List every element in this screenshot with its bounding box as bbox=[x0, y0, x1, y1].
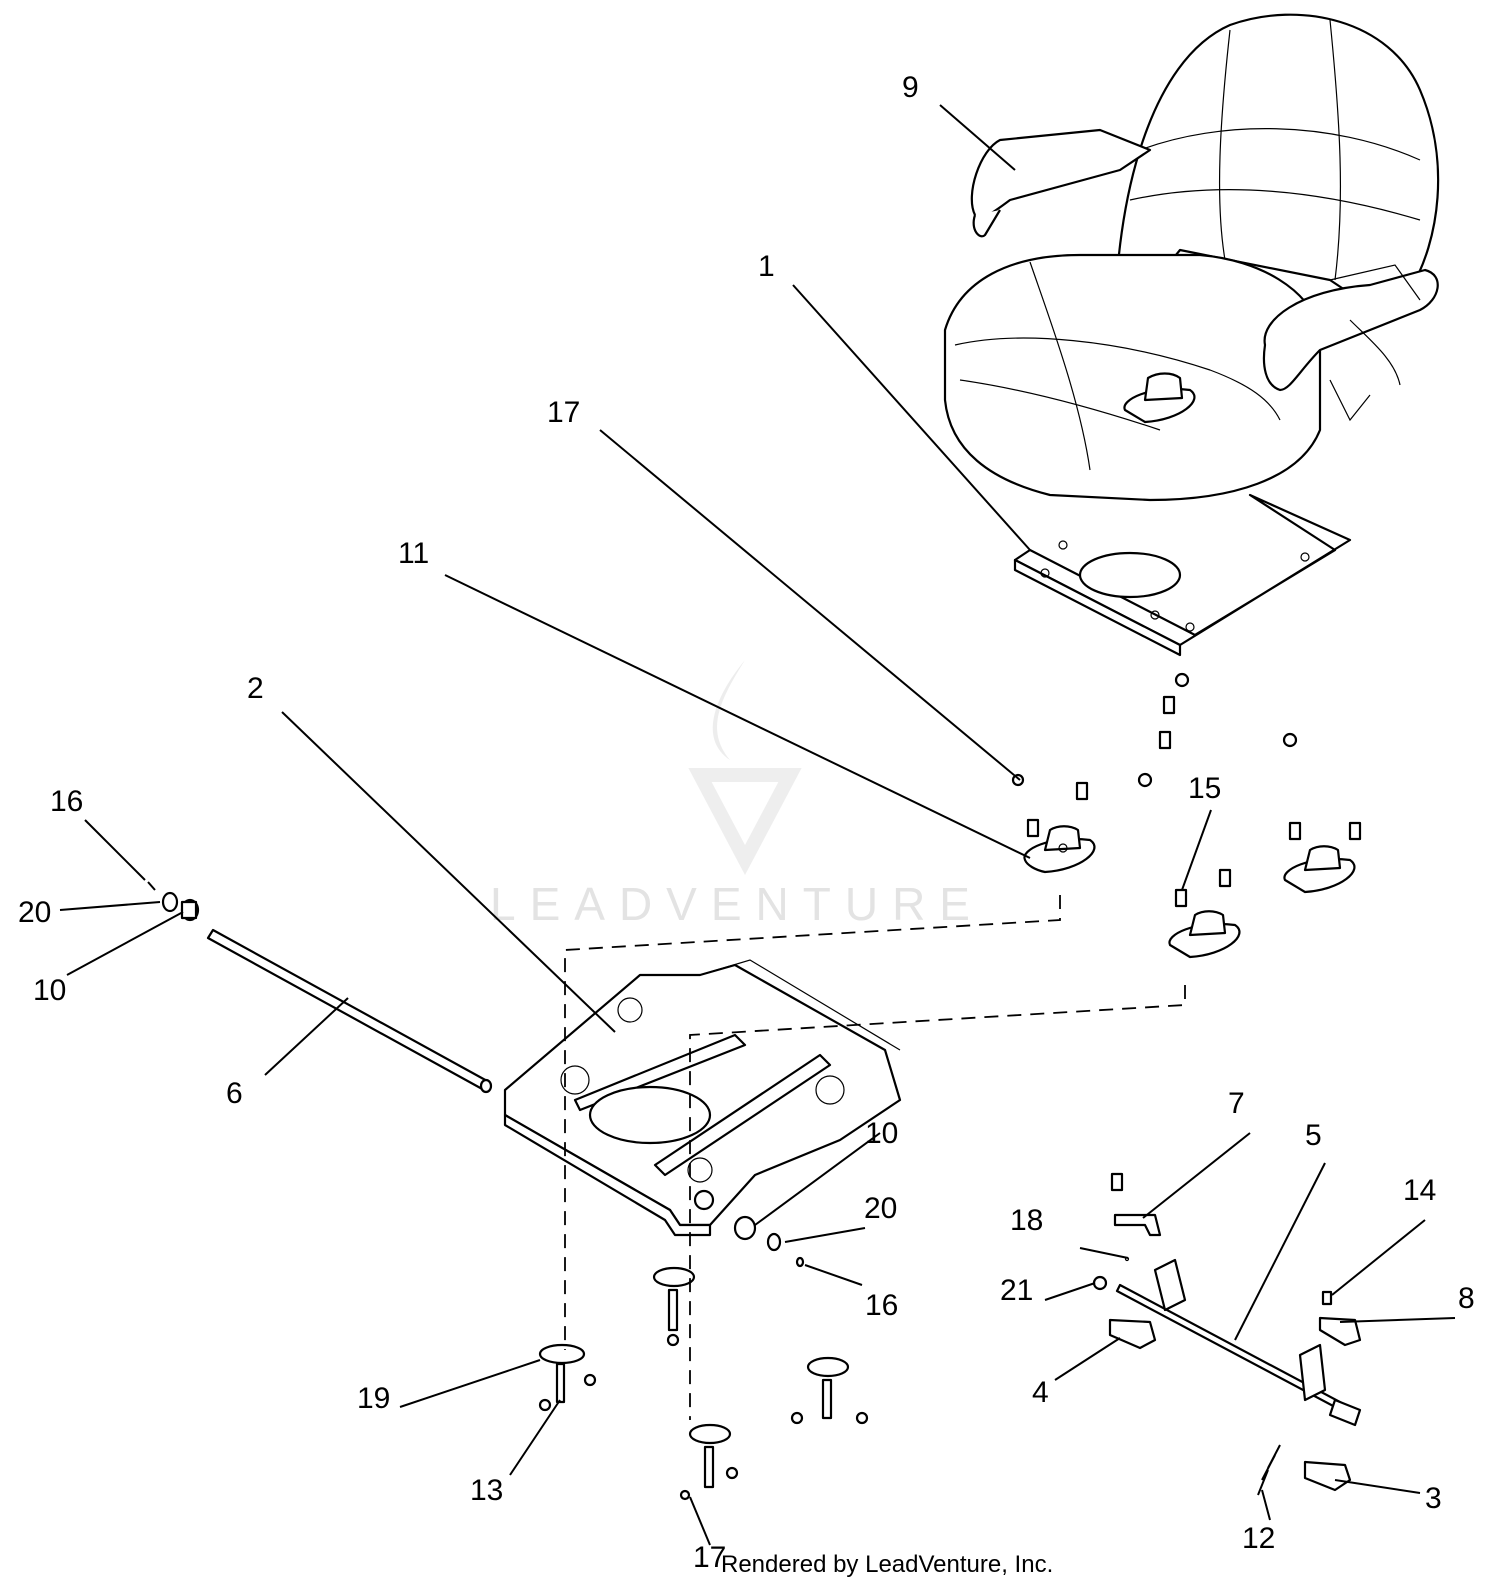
callout-9: 9 bbox=[902, 71, 919, 104]
callout-12: 12 bbox=[1242, 1522, 1275, 1555]
leader-lines bbox=[59, 104, 1456, 1546]
callout-7: 7 bbox=[1228, 1087, 1245, 1120]
seat-assembly bbox=[943, 13, 1440, 657]
right-rod-hardware bbox=[733, 1215, 805, 1268]
callout-20: 20 bbox=[18, 896, 51, 929]
callout-10: 10 bbox=[33, 974, 66, 1007]
callout-20b: 20 bbox=[864, 1192, 897, 1225]
pivot-rod bbox=[206, 928, 493, 1094]
callout-8: 8 bbox=[1458, 1282, 1475, 1315]
callout-3: 3 bbox=[1425, 1482, 1442, 1515]
isolator-mount-b bbox=[1123, 372, 1196, 424]
callout-10b: 10 bbox=[865, 1117, 898, 1150]
callout-13: 13 bbox=[470, 1474, 503, 1507]
callout-16: 16 bbox=[50, 785, 83, 818]
isolator-mount-a bbox=[1023, 825, 1096, 874]
callout-18: 18 bbox=[1010, 1204, 1043, 1237]
callout-4: 4 bbox=[1032, 1376, 1049, 1409]
watermark-text: LEADVENTURE bbox=[490, 878, 984, 930]
seat-frame bbox=[503, 959, 902, 1237]
callout-5: 5 bbox=[1305, 1119, 1322, 1152]
callout-1: 1 bbox=[758, 250, 775, 283]
footer-credit: Rendered by LeadVenture, Inc. bbox=[721, 1551, 1053, 1578]
callout-14: 14 bbox=[1403, 1174, 1436, 1207]
isolator-mount-c bbox=[1283, 845, 1356, 894]
callout-16b: 16 bbox=[865, 1289, 898, 1322]
callout-2: 2 bbox=[247, 672, 264, 705]
leadventure-watermark-logo bbox=[688, 660, 802, 875]
isolator-mounts bbox=[1011, 372, 1362, 959]
lower-mount-hardware bbox=[538, 1266, 869, 1501]
assembly-dashed-lines bbox=[564, 895, 1186, 1420]
callout-17b: 17 bbox=[693, 1541, 726, 1574]
latch-assembly bbox=[1092, 1172, 1362, 1496]
callout-21: 21 bbox=[1000, 1274, 1033, 1307]
callout-11: 11 bbox=[398, 537, 429, 570]
left-rod-hardware bbox=[147, 881, 200, 922]
callout-6: 6 bbox=[226, 1077, 243, 1110]
isolator-mount-d bbox=[1168, 910, 1241, 959]
callout-19: 19 bbox=[357, 1382, 390, 1415]
callout-labels: 9 1 17 11 2 16 15 20 10 6 7 5 10 14 20 1… bbox=[18, 71, 1475, 1574]
callout-17: 17 bbox=[547, 396, 580, 429]
callout-15: 15 bbox=[1188, 772, 1221, 805]
